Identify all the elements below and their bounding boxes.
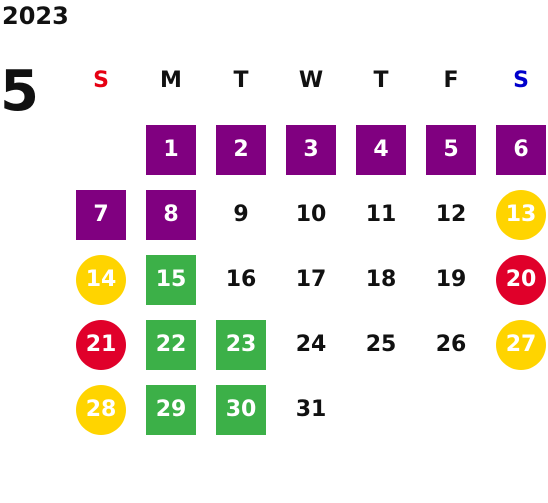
day-cell-31[interactable]: 31 (295, 397, 327, 422)
day-cell-10[interactable]: 10 (295, 202, 327, 227)
day-cell-22[interactable]: 22 (146, 320, 196, 370)
day-cell-13[interactable]: 13 (496, 190, 546, 240)
day-cell-20[interactable]: 20 (496, 255, 546, 305)
day-cell-29[interactable]: 29 (146, 385, 196, 435)
weekday-sunday: S (93, 68, 109, 93)
day-cell-8[interactable]: 8 (146, 190, 196, 240)
weekday-wednesday: W (298, 68, 324, 93)
day-cell-19[interactable]: 19 (435, 267, 467, 292)
day-cell-12[interactable]: 12 (435, 202, 467, 227)
day-cell-24[interactable]: 24 (295, 332, 327, 357)
day-cell-6[interactable]: 6 (496, 125, 546, 175)
day-cell-7[interactable]: 7 (76, 190, 126, 240)
day-cell-2[interactable]: 2 (216, 125, 266, 175)
day-cell-4[interactable]: 4 (356, 125, 406, 175)
year-label: 2023 (2, 2, 69, 30)
weekday-friday: F (443, 68, 459, 93)
day-cell-17[interactable]: 17 (295, 267, 327, 292)
day-cell-14[interactable]: 14 (76, 255, 126, 305)
day-cell-3[interactable]: 3 (286, 125, 336, 175)
day-cell-9[interactable]: 9 (233, 202, 249, 227)
weekday-monday: M (160, 68, 182, 93)
day-cell-11[interactable]: 11 (365, 202, 397, 227)
day-cell-18[interactable]: 18 (365, 267, 397, 292)
day-cell-28[interactable]: 28 (76, 385, 126, 435)
day-cell-27[interactable]: 27 (496, 320, 546, 370)
day-cell-26[interactable]: 26 (435, 332, 467, 357)
day-cell-16[interactable]: 16 (225, 267, 257, 292)
day-cell-5[interactable]: 5 (426, 125, 476, 175)
weekday-thursday: T (373, 68, 389, 93)
weekday-saturday: S (513, 68, 529, 93)
day-cell-23[interactable]: 23 (216, 320, 266, 370)
day-cell-21[interactable]: 21 (76, 320, 126, 370)
day-cell-15[interactable]: 15 (146, 255, 196, 305)
day-cell-1[interactable]: 1 (146, 125, 196, 175)
day-cell-25[interactable]: 25 (365, 332, 397, 357)
day-cell-30[interactable]: 30 (216, 385, 266, 435)
weekday-tuesday: T (233, 68, 249, 93)
month-number: 5 (0, 59, 39, 124)
